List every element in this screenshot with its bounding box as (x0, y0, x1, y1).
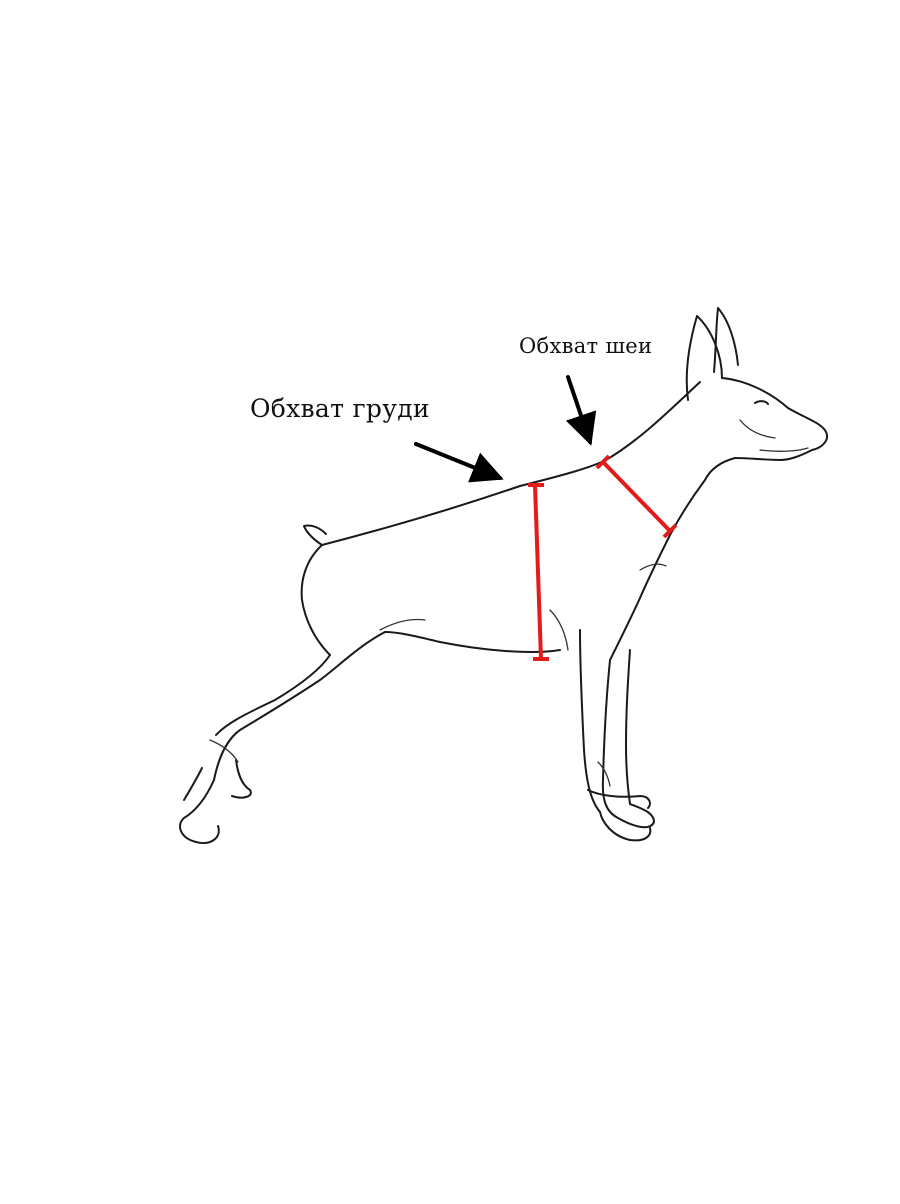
chest-measurement-line (528, 483, 549, 661)
neck-arrow-icon (565, 375, 597, 446)
chest-girth-label: Обхват груди (250, 394, 430, 423)
neck-girth-label: Обхват шеи (519, 334, 653, 358)
neck-measurement-line (595, 454, 678, 539)
chest-arrow-icon (414, 442, 504, 483)
dog-outline (179, 307, 828, 844)
